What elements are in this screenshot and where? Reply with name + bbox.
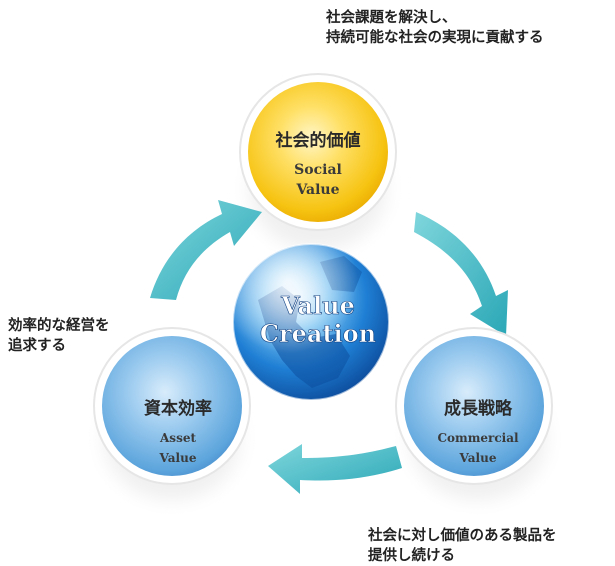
social-value-en-line1: Social: [294, 162, 342, 178]
center-title-line2: Creation: [260, 319, 376, 348]
social-value-node: 社会的価値 Social Value: [239, 73, 397, 231]
growth-strategy-description: 社会に対し価値のある製品を 提供し続ける: [368, 526, 557, 566]
social-value-description: 社会課題を解決し、 持続可能な社会の実現に貢献する: [326, 8, 544, 48]
growth-strategy-description-line1: 社会に対し価値のある製品を: [368, 528, 557, 544]
capital-efficiency-description: 効率的な経営を 追求する: [8, 316, 110, 356]
social-value-description-line1: 社会課題を解決し、: [326, 10, 457, 26]
growth-strategy-description-line2: 提供し続ける: [368, 548, 455, 564]
growth-strategy-en-line1: Commercial: [437, 431, 519, 445]
arrow-social-to-growth: [414, 212, 508, 336]
capital-efficiency-title: 資本効率: [144, 398, 212, 419]
capital-efficiency-en-line2: Value: [159, 451, 197, 465]
capital-efficiency-description-line2: 追求する: [8, 338, 66, 354]
social-value-en-line2: Value: [295, 182, 339, 198]
growth-strategy-en-line2: Value: [459, 451, 497, 465]
growth-strategy-node: 成長戦略 Commercial Value: [395, 327, 553, 485]
arrow-growth-to-capital: [268, 444, 402, 494]
social-value-title: 社会的価値: [275, 130, 361, 151]
capital-efficiency-en-line1: Asset: [159, 431, 196, 445]
social-value-description-line2: 持続可能な社会の実現に貢献する: [326, 30, 544, 46]
value-creation-globe: Value Creation: [232, 243, 390, 401]
arrow-capital-to-social: [150, 200, 262, 300]
capital-efficiency-description-line1: 効率的な経営を: [8, 318, 110, 334]
growth-strategy-title: 成長戦略: [444, 398, 513, 419]
capital-efficiency-node: 資本効率 Asset Value: [93, 327, 251, 485]
center-title-line1: Value: [280, 291, 355, 320]
